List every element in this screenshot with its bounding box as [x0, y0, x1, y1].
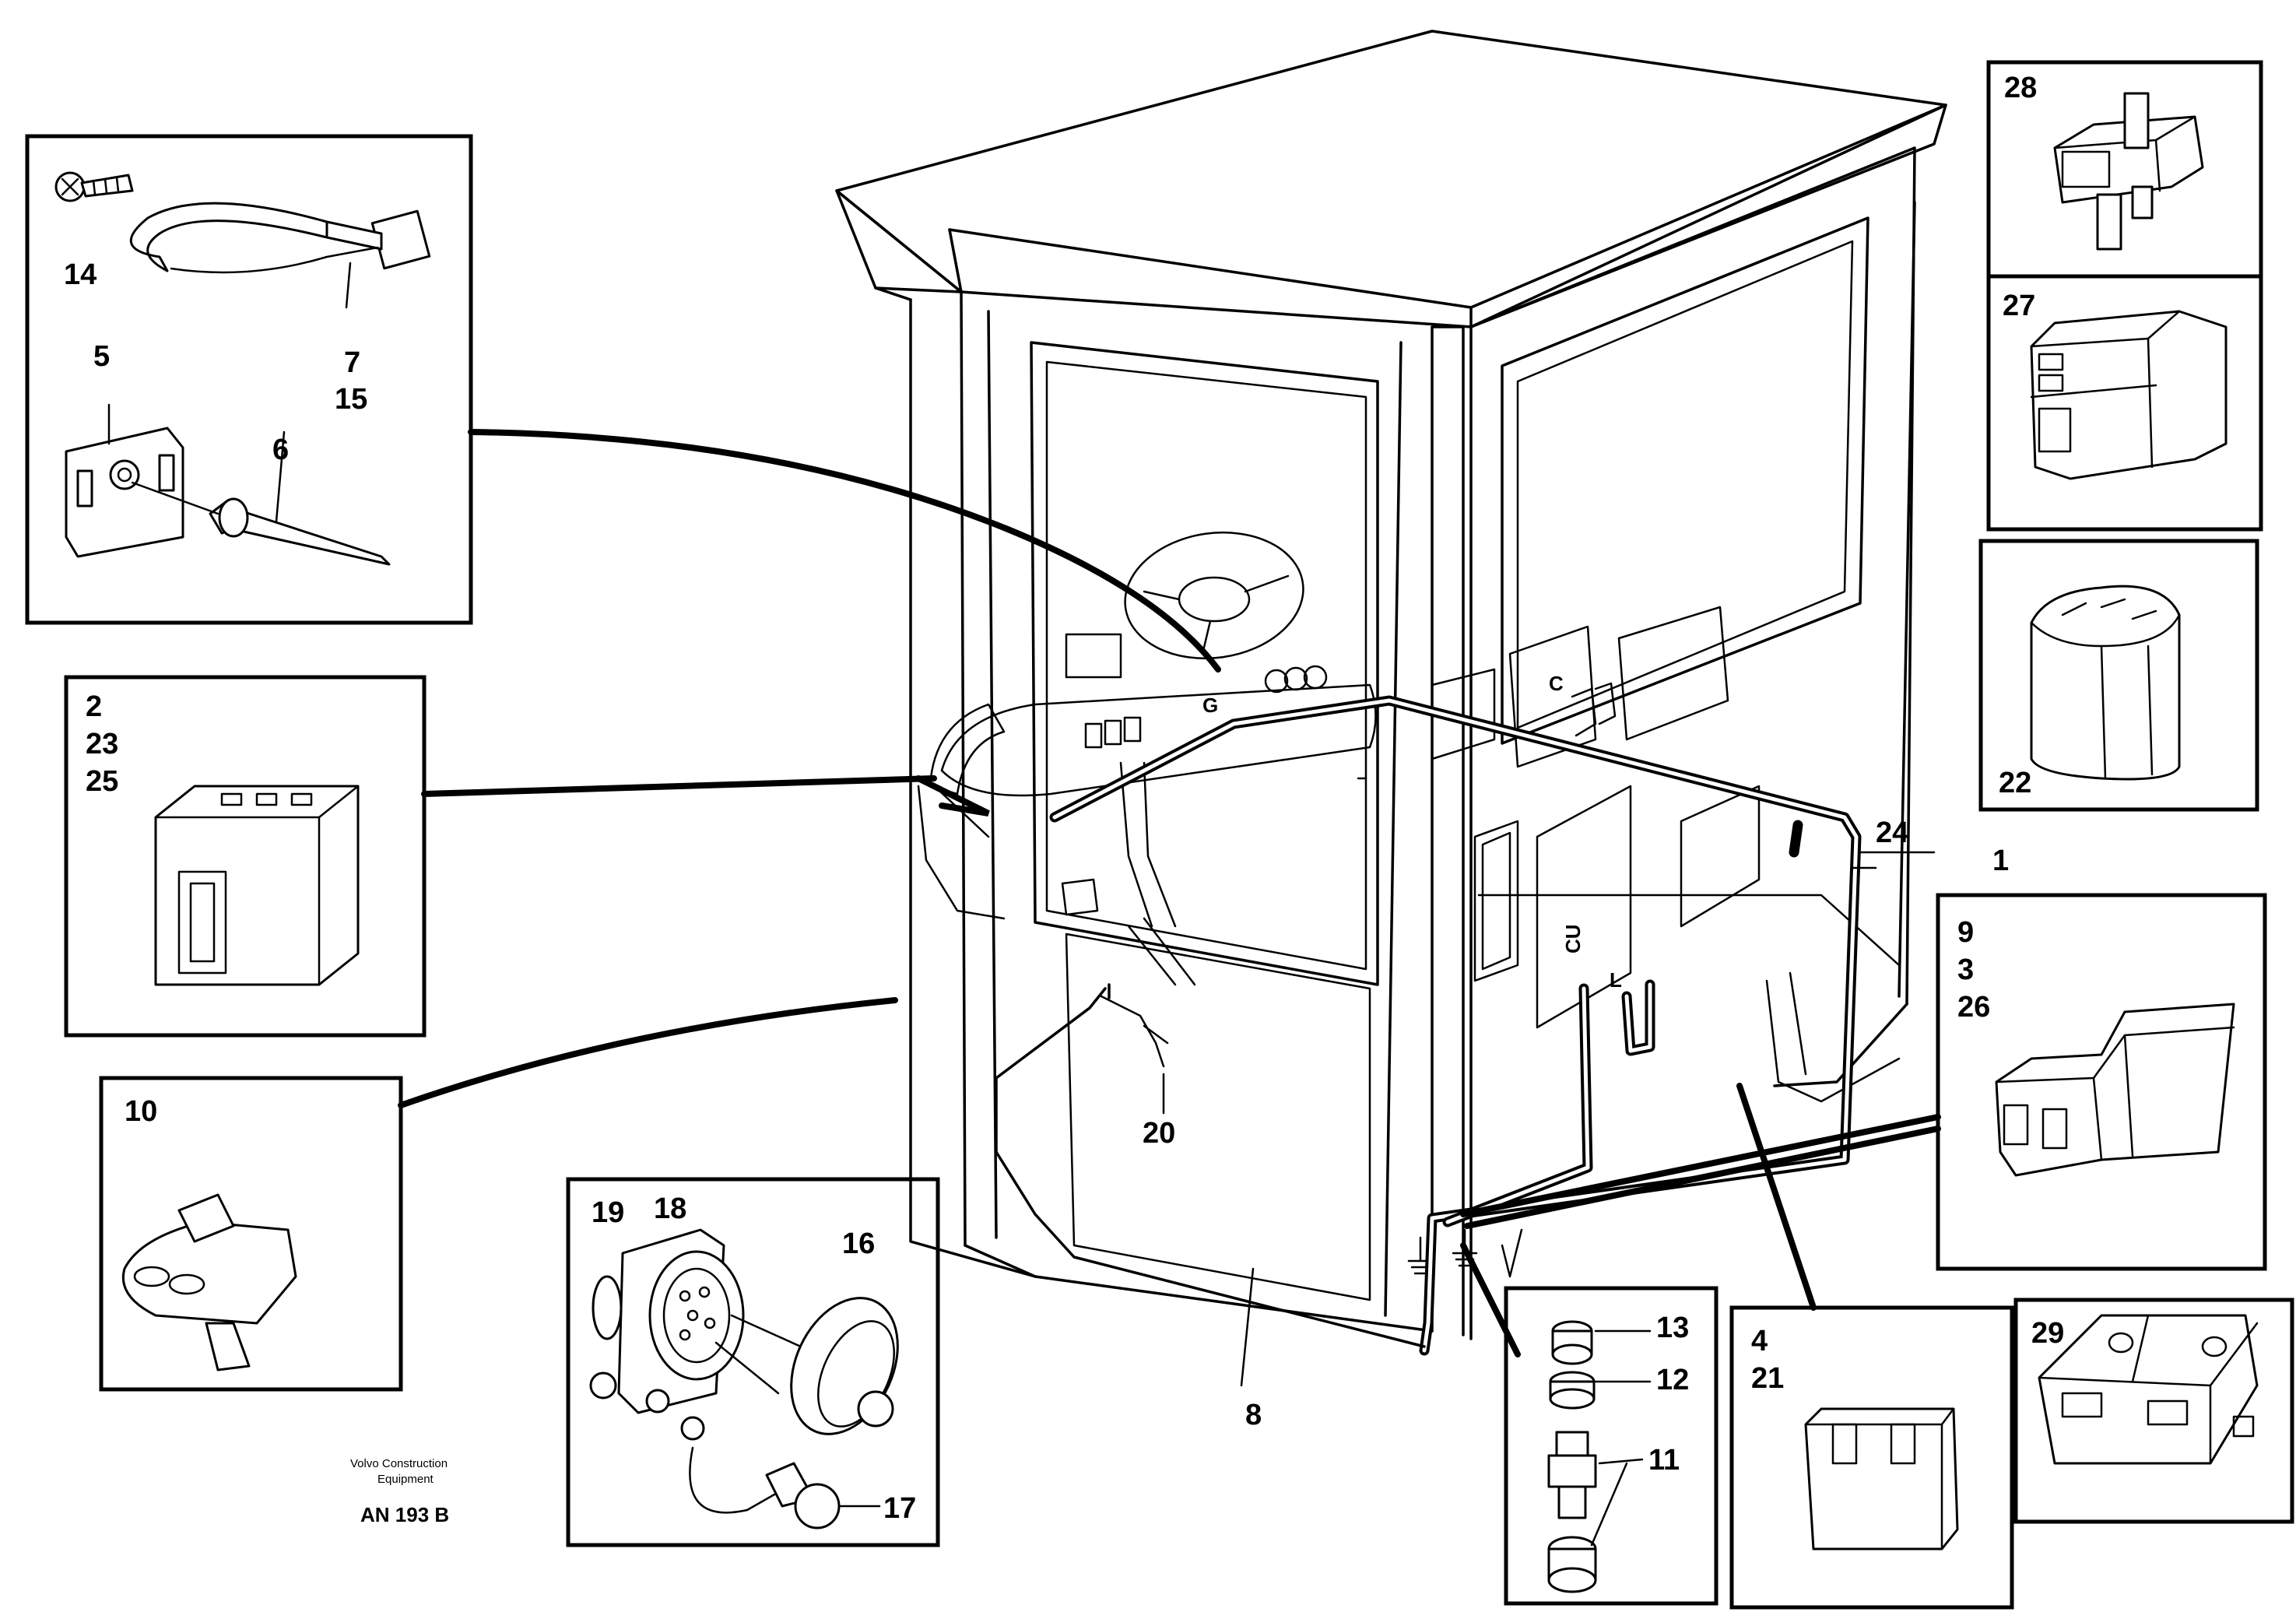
callout-9: 9	[1957, 916, 1974, 949]
callout-23: 23	[86, 728, 118, 760]
detail-box-connector-27: 27	[1986, 274, 2263, 532]
detail-box-connector-29: 29	[2013, 1298, 2294, 1524]
detail-box-cable-tie-clip: 14 7 15 5 6	[25, 134, 473, 625]
clip-bracket-part	[65, 403, 184, 558]
cab-body: C CU L G	[835, 30, 1947, 1340]
callout-10: 10	[125, 1095, 157, 1128]
connector-27-part	[2030, 310, 2228, 480]
callout-27: 27	[2003, 290, 2035, 322]
callout-1: 1	[1992, 845, 2009, 877]
detail-box-connector-10: 10	[99, 1076, 403, 1392]
wiring-harness	[995, 695, 1862, 1356]
connector-28-part	[2053, 92, 2204, 251]
callout-15: 15	[335, 383, 367, 416]
callout-25: 25	[86, 765, 118, 798]
callout-11: 11	[1648, 1444, 1680, 1477]
socket-part	[589, 1228, 811, 1441]
connector-10-part	[121, 1193, 297, 1371]
svg-text:C: C	[1549, 672, 1564, 695]
callout-18: 18	[654, 1192, 686, 1225]
figure-caption: Volvo Construction Equipment AN 193 B	[350, 1457, 449, 1526]
callout-6: 6	[272, 434, 289, 466]
detail-box-cover-22: 22	[1978, 539, 2259, 812]
cable-tie-part	[129, 202, 431, 309]
relay-cover-part	[154, 785, 360, 986]
callout-3: 3	[1957, 953, 1974, 986]
pin-part	[131, 430, 391, 566]
detail-box-connector-9: 9 3 26	[1936, 893, 2267, 1271]
detail-box-relay-4: 4 21	[1729, 1305, 2014, 1610]
callout-22: 22	[1999, 767, 2031, 799]
callout-8: 8	[1245, 1399, 1262, 1431]
drawing-id: AN 193 B	[360, 1503, 449, 1526]
callout-19: 19	[592, 1196, 624, 1229]
callout-4: 4	[1751, 1325, 1768, 1357]
svg-text:CU: CU	[1561, 924, 1585, 953]
detail-box-connector-28: 28	[1986, 60, 2263, 279]
callout-21: 21	[1751, 1362, 1784, 1395]
callout-29: 29	[2031, 1317, 2064, 1350]
callout-12: 12	[1656, 1364, 1689, 1396]
caption-company-line2: Equipment	[377, 1473, 434, 1486]
fitting-parts	[1547, 1320, 1652, 1593]
leader-lines	[398, 429, 1941, 1387]
callout-16: 16	[842, 1227, 875, 1260]
detail-box-relay-cover: 2 23 25	[64, 675, 427, 1038]
callout-24: 24	[1876, 817, 1908, 849]
callout-5: 5	[93, 340, 110, 373]
callout-20: 20	[1143, 1117, 1175, 1150]
callout-14: 14	[64, 258, 97, 291]
detail-box-socket: 19 18 16 17	[566, 1177, 940, 1547]
callout-7: 7	[344, 346, 360, 379]
cap-part	[689, 1297, 899, 1529]
svg-text:G: G	[1202, 694, 1218, 717]
connector-9-part	[1995, 1003, 2235, 1177]
callout-2: 2	[86, 690, 102, 723]
caption-company-line1: Volvo Construction	[350, 1457, 448, 1470]
detail-box-fittings: 13 12 11	[1504, 1286, 1718, 1606]
callout-26: 26	[1957, 991, 1990, 1024]
callout-13: 13	[1656, 1312, 1689, 1344]
relay-4-part	[1804, 1407, 1959, 1551]
callout-17: 17	[883, 1492, 916, 1525]
callout-28: 28	[2004, 72, 2037, 104]
cover-22-part	[2030, 585, 2181, 781]
screw-part	[54, 171, 134, 202]
connector-29-part	[2038, 1314, 2259, 1465]
svg-text:L: L	[1610, 968, 1622, 992]
